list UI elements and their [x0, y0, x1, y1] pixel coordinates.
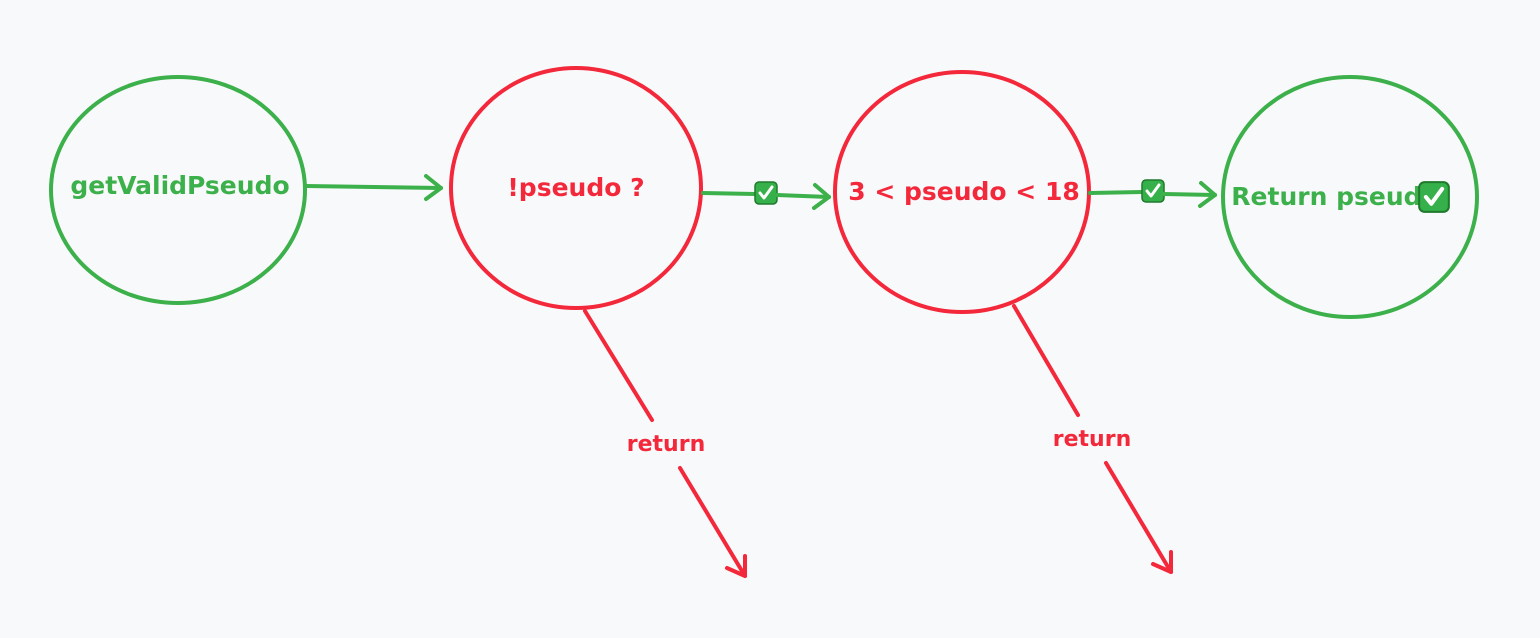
- check-mark-box-icon: [1419, 182, 1449, 212]
- arrowhead-icon: [1198, 181, 1217, 208]
- edge-empty-return: return: [583, 309, 747, 578]
- node-result-circle: [1221, 75, 1479, 319]
- node-check-length-label: 3 < pseudo < 18: [848, 177, 1080, 206]
- edge-length-to-result-line: [1088, 190, 1144, 195]
- edge-empty-to-length-line: [701, 191, 757, 196]
- edge-start-to-empty: [304, 174, 443, 201]
- check-mark-box-icon: [1140, 178, 1166, 204]
- edge-empty-return-line-top: [583, 309, 654, 422]
- node-check-empty-label: !pseudo ?: [507, 173, 644, 202]
- arrowhead-icon: [725, 554, 747, 578]
- node-start-circle: [49, 75, 307, 305]
- node-start: getValidPseudo: [49, 75, 307, 305]
- arrowhead-icon: [1151, 550, 1173, 574]
- edge-empty-to-length: [701, 180, 831, 210]
- edge-length-return-line-top: [1012, 304, 1080, 417]
- node-check-empty-circle: [449, 66, 703, 310]
- edge-empty-return-line-bottom: [678, 466, 747, 578]
- node-check-empty: !pseudo ?: [449, 66, 703, 310]
- edge-start-to-empty-line: [304, 184, 443, 190]
- arrowhead-icon: [424, 174, 443, 201]
- edge-empty-to-length-line-2: [775, 193, 831, 199]
- check-mark-box-icon: [753, 180, 779, 206]
- edge-length-to-result: [1088, 178, 1217, 208]
- node-check-length: 3 < pseudo < 18: [833, 70, 1091, 314]
- edge-length-return-label: return: [1053, 427, 1131, 452]
- edge-length-to-result-line-2: [1162, 192, 1217, 197]
- node-result-label: Return pseudo: [1231, 182, 1438, 211]
- edge-empty-return-label: return: [627, 432, 705, 457]
- edge-length-return-line-bottom: [1104, 461, 1173, 574]
- arrowhead-icon: [812, 183, 831, 210]
- node-start-label: getValidPseudo: [70, 171, 289, 200]
- edge-length-return: return: [1012, 304, 1173, 574]
- node-result: Return pseudo: [1221, 75, 1479, 319]
